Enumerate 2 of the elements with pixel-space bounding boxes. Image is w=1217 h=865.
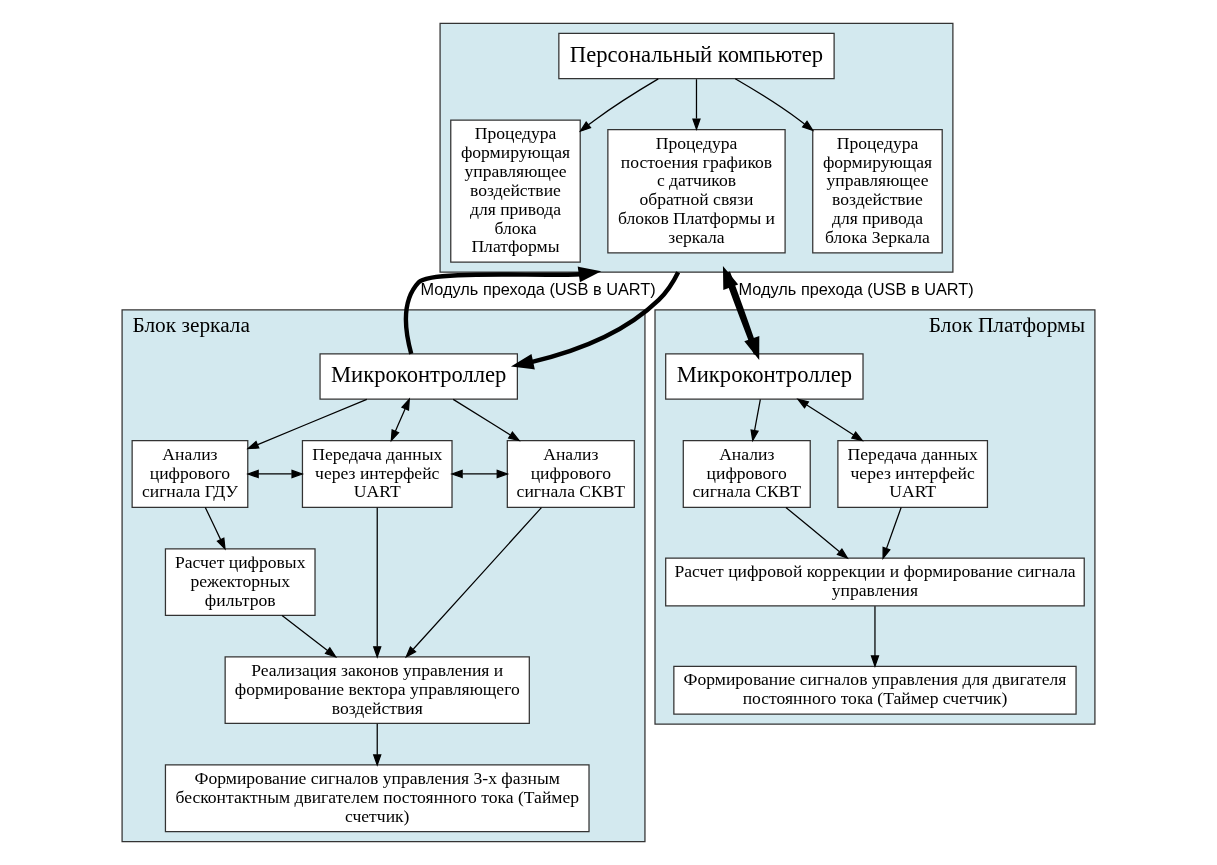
edge-label: Модуль прехода (USB в UART) (420, 280, 656, 299)
edge-label: Модуль прехода (USB в UART) (738, 280, 974, 299)
